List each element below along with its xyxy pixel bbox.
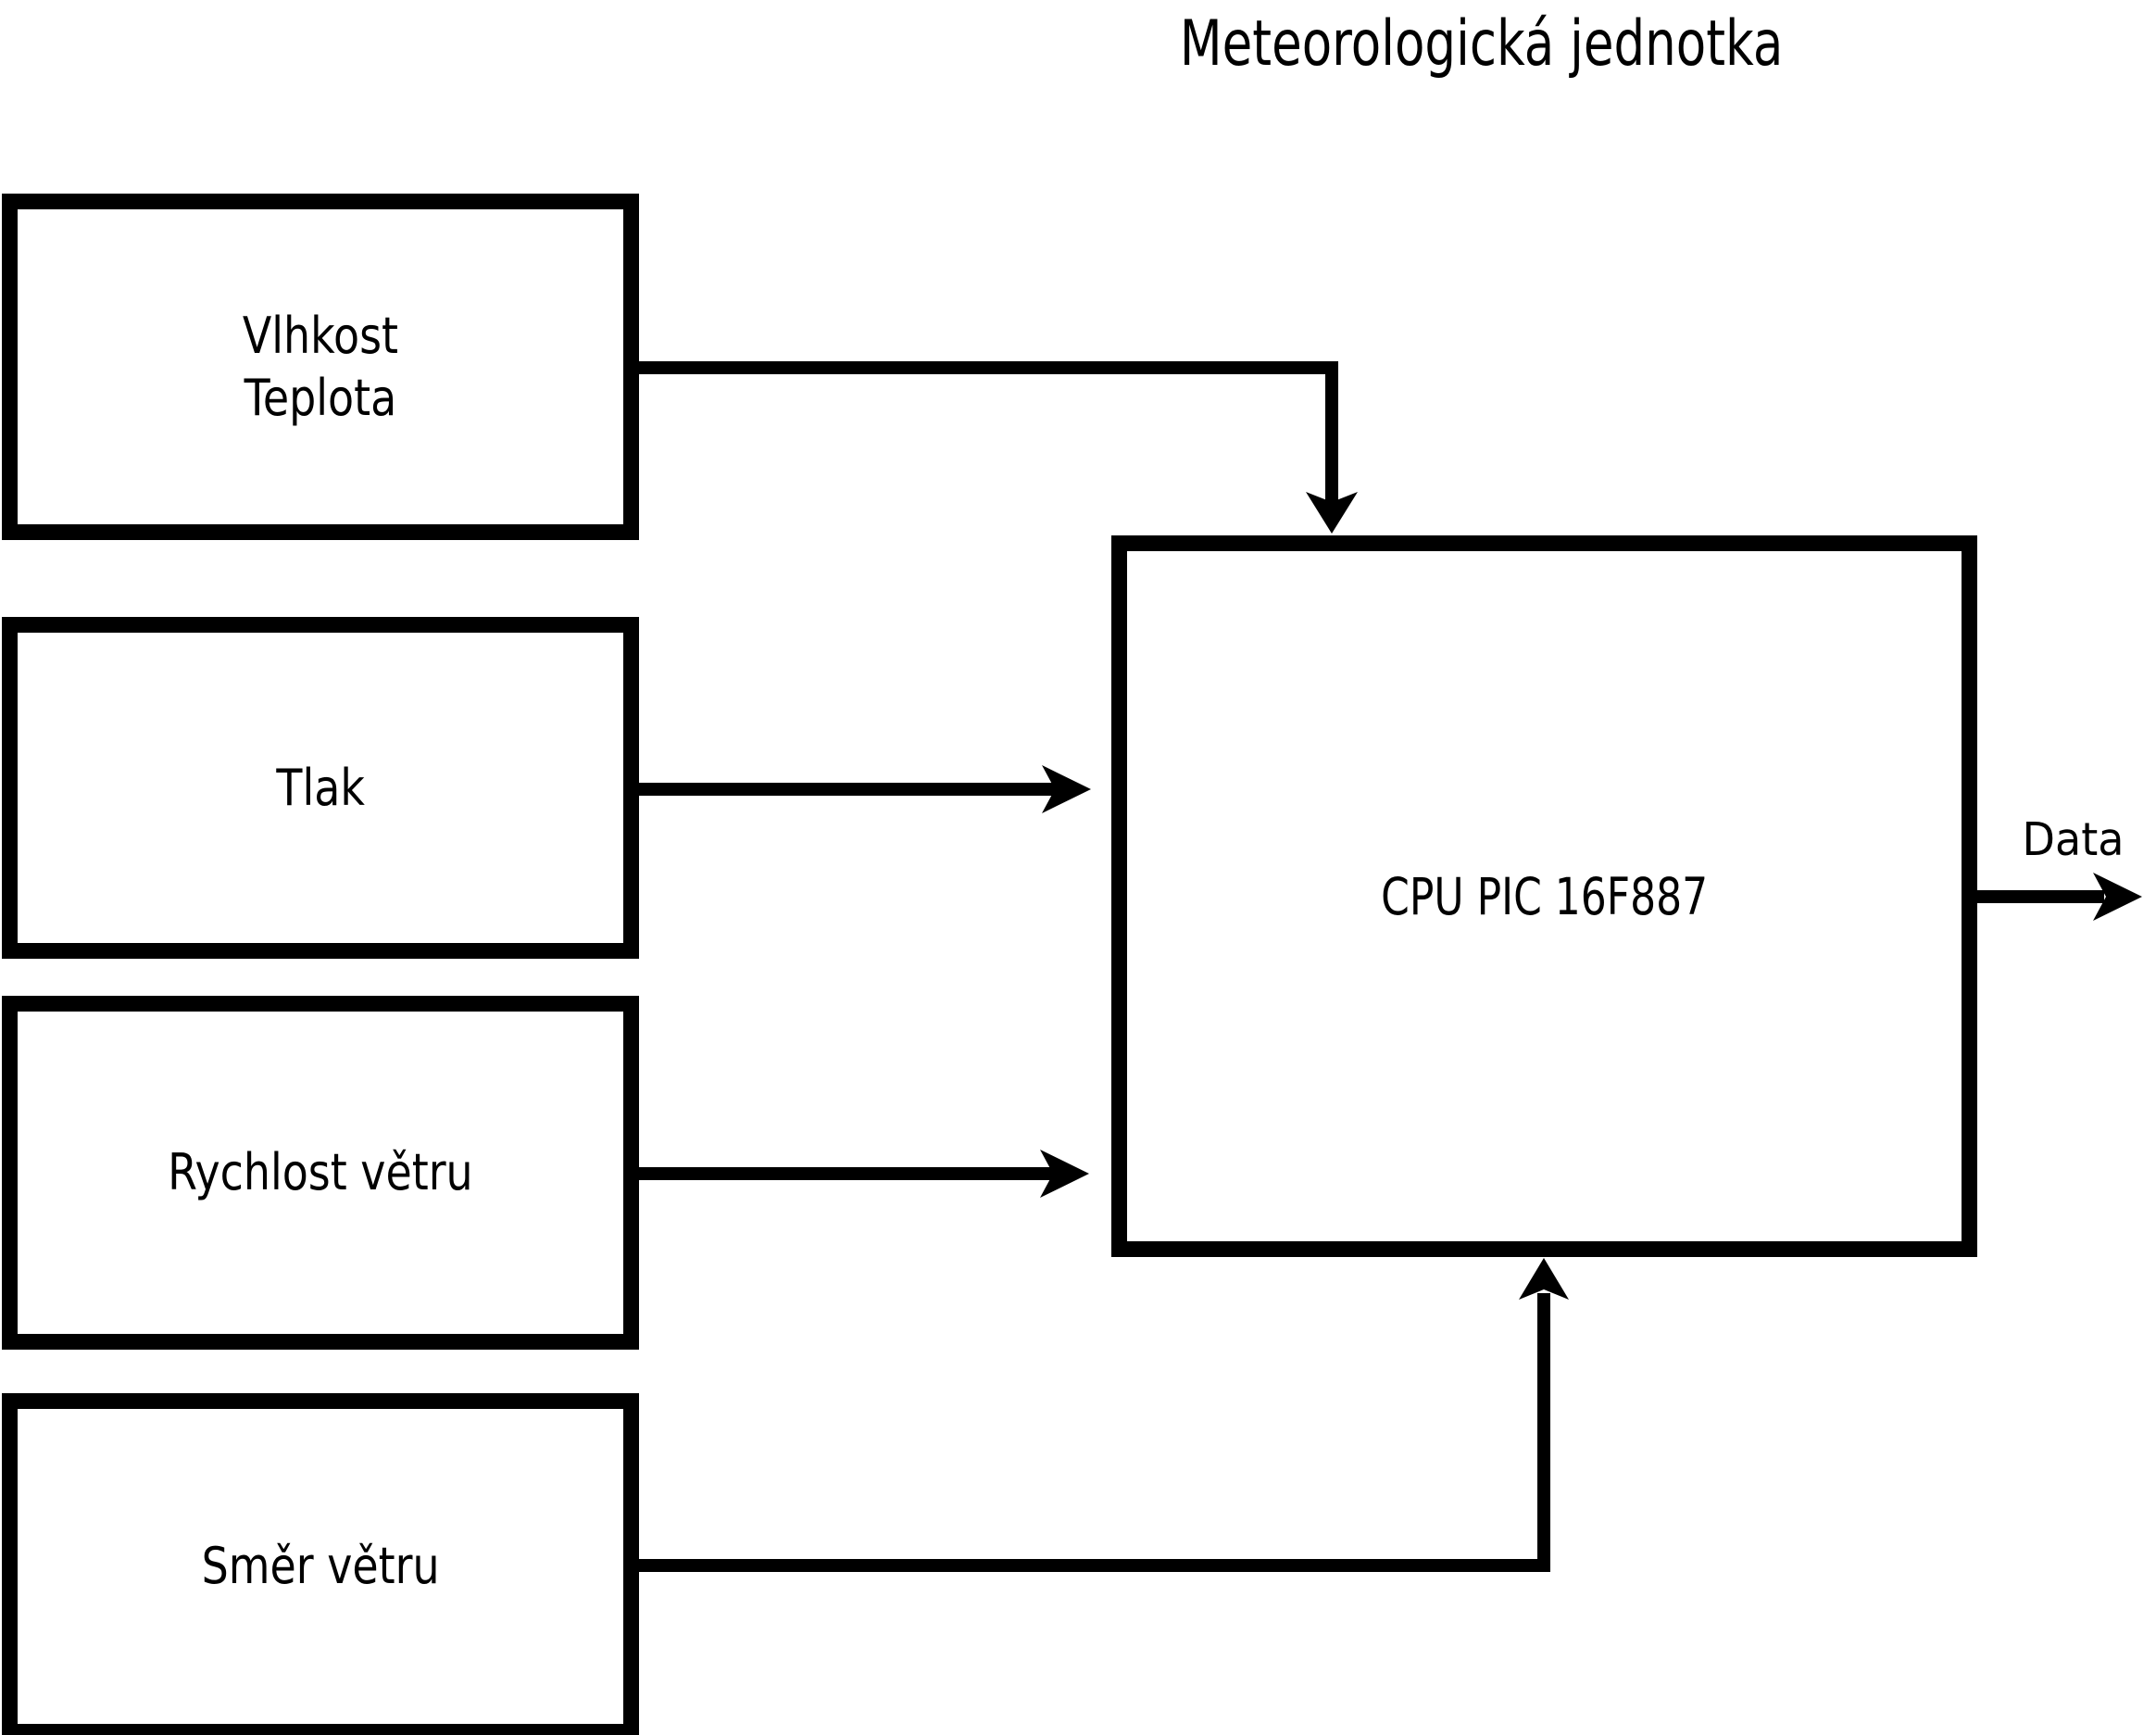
sensor-label-wind-direction: Směr větru bbox=[201, 1537, 440, 1596]
arrowhead-right-icon bbox=[2093, 873, 2142, 921]
arrowhead-up-icon bbox=[1519, 1258, 1569, 1300]
arrowhead-right-icon bbox=[1042, 765, 1091, 813]
arrowhead-right-icon bbox=[1040, 1150, 1089, 1198]
sensor-box-wind-speed: Rychlost větru bbox=[2, 996, 639, 1350]
connector-wind-direction-to-cpu bbox=[639, 1293, 1550, 1572]
page-title: Meteorologická jednotka bbox=[1056, 0, 1908, 88]
sensor-box-pressure: Tlak bbox=[2, 617, 639, 959]
arrowhead-down-icon bbox=[1306, 492, 1358, 534]
data-output-label: Data bbox=[1994, 817, 2151, 862]
connector-humidity-to-cpu bbox=[639, 361, 1338, 503]
sensor-box-humidity-temperature: Vlhkost Teplota bbox=[2, 194, 639, 540]
page-title-text: Meteorologická jednotka bbox=[1180, 7, 1784, 81]
sensor-label-humidity-temperature: Vlhkost Teplota bbox=[242, 306, 399, 428]
data-output-label-text: Data bbox=[2022, 813, 2124, 866]
cpu-label: CPU PIC 16F887 bbox=[1381, 866, 1708, 926]
sensor-label-wind-speed: Rychlost větru bbox=[168, 1143, 473, 1202]
sensor-label-pressure: Tlak bbox=[276, 758, 365, 817]
sensor-box-wind-direction: Směr větru bbox=[2, 1393, 639, 1735]
cpu-box: CPU PIC 16F887 bbox=[1111, 535, 1977, 1257]
